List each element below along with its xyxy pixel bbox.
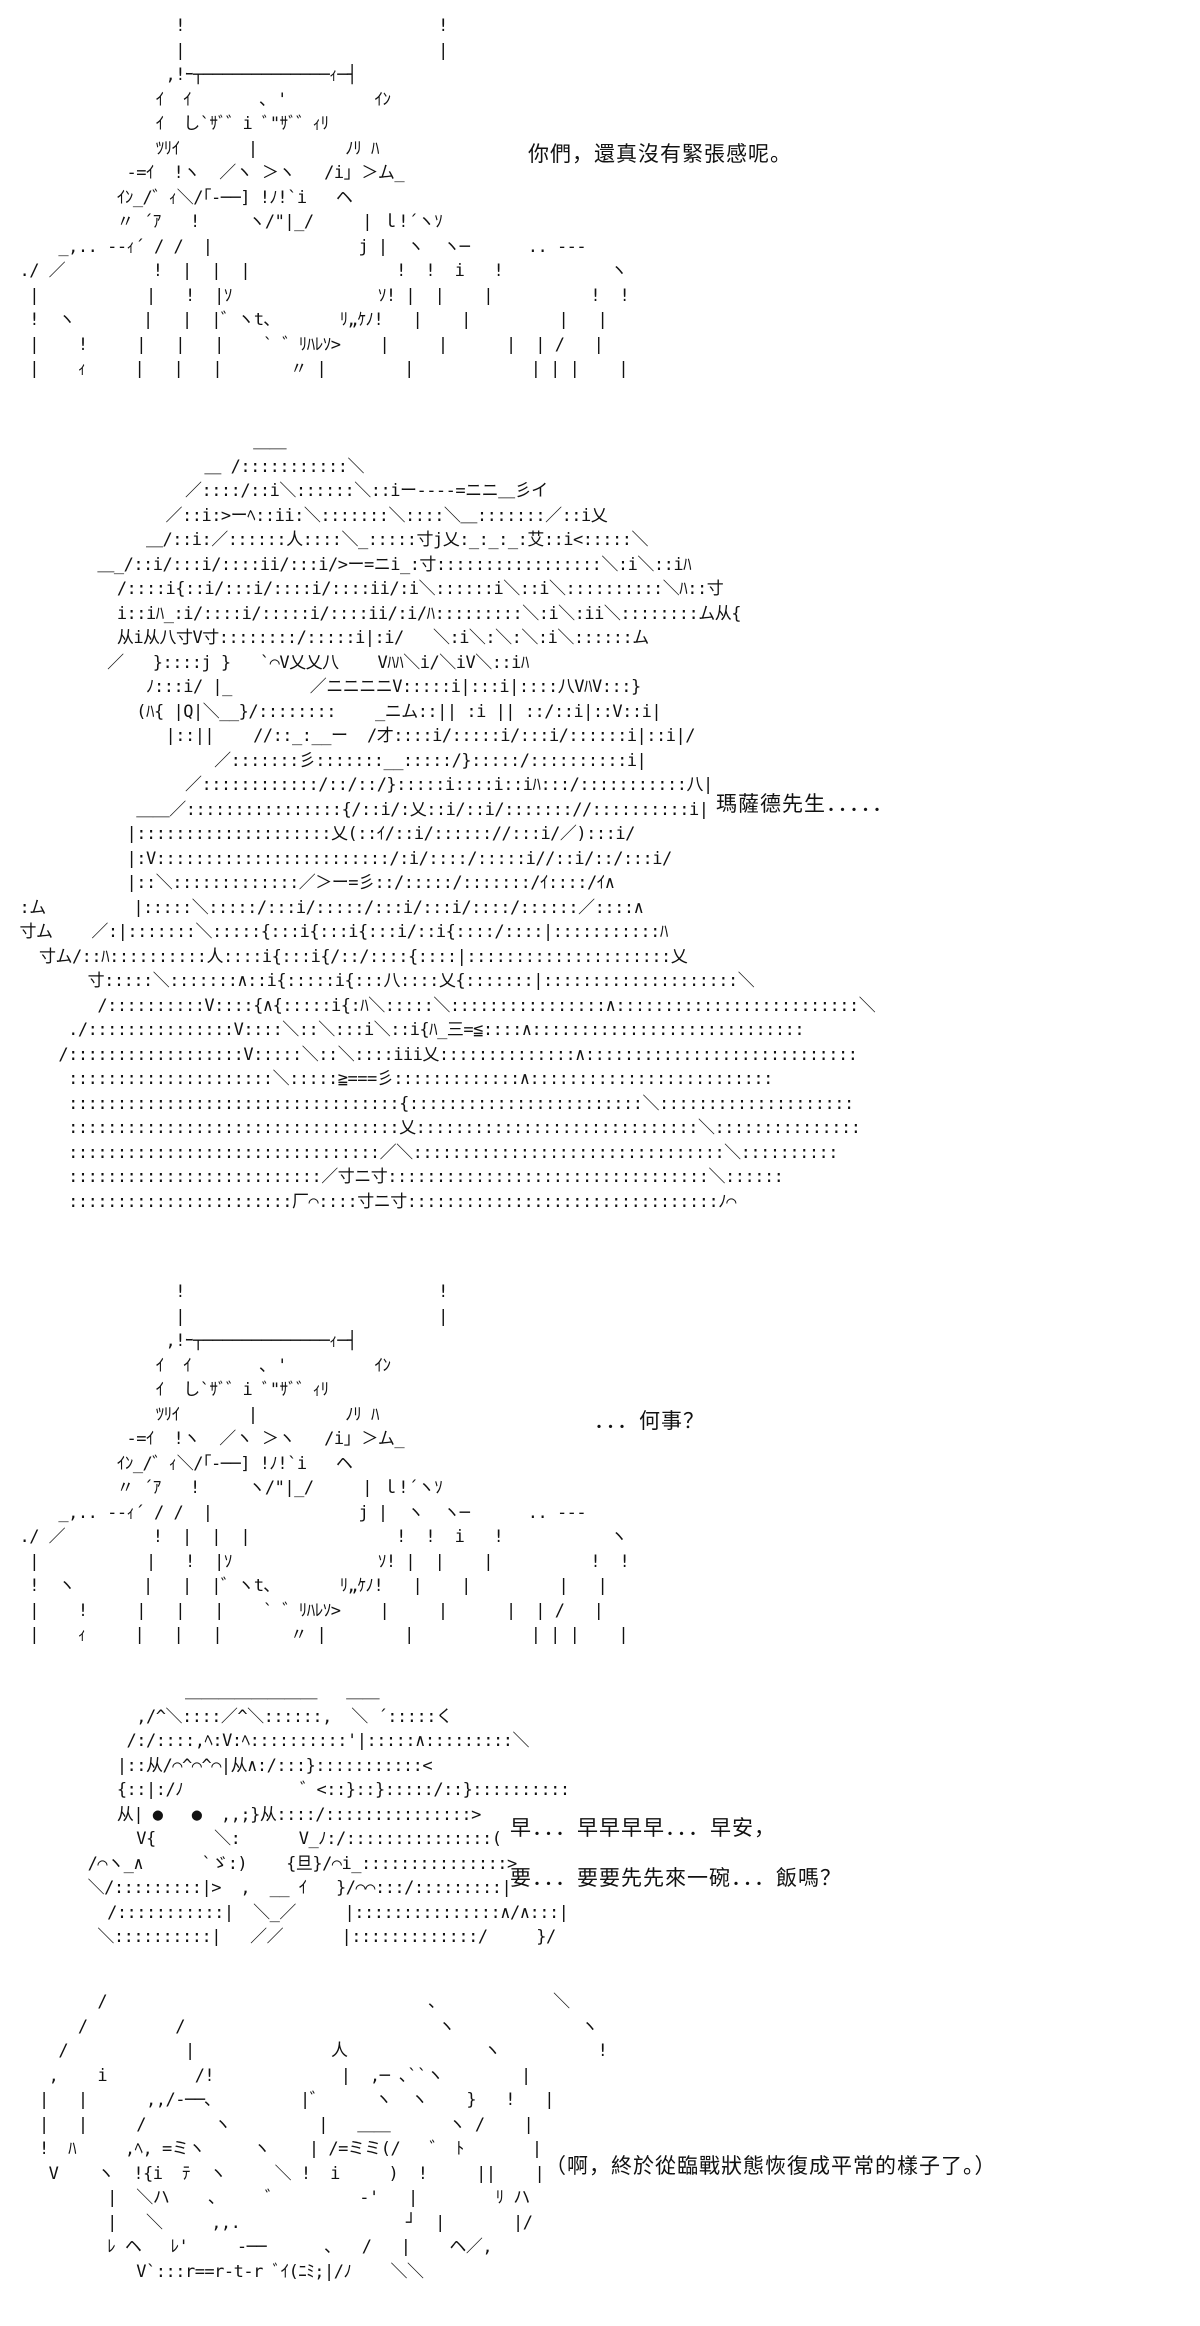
ascii-art-line: /:/::::,ﾍ:V:ﾍ::::::::::'|:::::∧:::::::::… bbox=[0, 1731, 530, 1751]
ascii-art-line: ! ! bbox=[0, 16, 448, 36]
ascii-art-line: |::|| //::_:__ー /才::::i/:::::i/:::i/::::… bbox=[0, 726, 695, 746]
ascii-art-line: ＼/:::::::::|> , __ ｲ }/⌒⌒:::/:::::::::| bbox=[0, 1878, 512, 1898]
ascii-art-line: V{ ＼: V_ﾉ:/:::::::::::::::( bbox=[0, 1829, 502, 1849]
ascii-art-line: ::::::::::::::::::::::::::::::::::乂:::::… bbox=[0, 1118, 861, 1138]
ascii-art-line: ｲﾝ_/゛ｨ＼/｢-──] !ﾉ!`i ヘ bbox=[0, 1453, 353, 1474]
ascii-art-line: , i /! | ,─ ､``ヽ | bbox=[0, 2065, 532, 2086]
dialogue-line: 你們，還真沒有緊張感呢。 bbox=[528, 142, 792, 166]
narration-line: （啊，終於從臨戰狀態恢復成平常的樣子了。） bbox=[545, 2154, 997, 2178]
ascii-art-line: |::＼:::::::::::::／＞ー=彡::/:::::/:::::::/ｲ… bbox=[0, 873, 615, 893]
ascii-art-line: ／::::/::i＼::::::＼::iー----=ニニ＿彡イ bbox=[0, 481, 548, 501]
ascii-art-line: ﾂﾘｲ | ﾉﾘ ﾊ bbox=[0, 1404, 380, 1425]
ascii-art-line: ＿＿＿＿＿＿＿＿ ＿＿ bbox=[0, 1682, 380, 1702]
ascii-art-line: ,!ｰ┬─────────────ｨ─┤ bbox=[0, 1331, 357, 1351]
ascii-art-line: ｲ ｲ ､ ' ｲﾝ bbox=[0, 1355, 391, 1376]
ascii-art-line: /⌒ヽ_∧ `ゞ:) {旦}/⌒i_:::::::::::::::> bbox=[0, 1853, 518, 1874]
ascii-art-line: ｲ し`ｻﾞ゛i ﾞ"ｻﾞ゛ｨﾘ bbox=[0, 1380, 329, 1400]
ascii-art-figure-2: ＿＿ ＿ /:::::::::::＼ ／::::/::i＼::::::＼::iー… bbox=[0, 430, 875, 1214]
ascii-art-line: | | ! |ｿ ｿ! | | | ! ! bbox=[0, 1551, 630, 1572]
ascii-art-line: 从i从八寸V寸::::::::/:::::i|:i/ ＼:i＼:＼:＼:i＼::… bbox=[0, 628, 649, 648]
ascii-art-line: 寸:::::＼:::::::∧::i{:::::i{:::八::::乂{::::… bbox=[0, 971, 755, 991]
ascii-art-line: ::::::::::::::::::::::::::::::::::{:::::… bbox=[0, 1093, 854, 1114]
ascii-art-line: ／ }::::j } `⌒V乂乂八 Vﾊﾊ＼i/＼iV＼::iﾊ bbox=[0, 652, 529, 673]
ascii-art-line: ! ! bbox=[0, 1282, 448, 1302]
ascii-art-line: |::从/⌒^⌒^⌒|从∧:/:::}:::::::::::< bbox=[0, 1755, 433, 1776]
ascii-art-line: |:V::::::::::::::::::::::::/:i/::::/::::… bbox=[0, 848, 673, 869]
ascii-art-line: /:::::::::::| ＼_／ |:::::::::::::::∧/∧:::… bbox=[0, 1902, 569, 1923]
ascii-art-line: (ﾊ{ |Q|＼__}/:::::::: _ニム::|| :i || ::/::… bbox=[0, 701, 662, 722]
ascii-art-line: ＿＿ bbox=[0, 432, 287, 452]
dialogue-line: ．．．何事？ bbox=[594, 1409, 705, 1433]
ascii-art-line: | ＼ハ ､ ゛ -' | ﾘ ハ bbox=[0, 2188, 530, 2208]
ascii-art-figure-5: / ､ ＼ / / ヽ ヽ / | 人 ヽ ! , i /! bbox=[0, 1990, 608, 2284]
ascii-art-line: | | / ヽ | ＿＿ ヽ / | bbox=[0, 2114, 534, 2135]
ascii-art-line: {::|:/ﾉ ゛<::}::}:::::/::}:::::::::: bbox=[0, 1780, 570, 1800]
ascii-art-line: ／:::::::彡:::::::__:::::/}:::::/:::::::::… bbox=[0, 750, 647, 771]
ascii-art-line: :::::::::::::::::::::＼:::::≧===彡::::::::… bbox=[0, 1069, 773, 1089]
ascii-art-line: ﾂﾘｲ | ﾉﾘ ﾊ bbox=[0, 138, 380, 159]
ascii-art-line: _,.. --ｨ´ / / | j | ヽ ヽ─ .. --- bbox=[0, 1502, 587, 1523]
ascii-art-line: | ｨ | | | 〃 | | | | | | bbox=[0, 359, 629, 379]
ascii-art-line: | | ,,/-──､ |゛ ヽ ヽ } ! | bbox=[0, 2090, 555, 2110]
ascii-art-line: ,/^＼::::／^＼::::::, ＼ ´:::::く bbox=[0, 1706, 453, 1727]
ascii-art-line: | | bbox=[0, 1306, 448, 1327]
ascii-art-line: ｲ ｲ ､ ' ｲﾝ bbox=[0, 89, 391, 110]
ascii-art-line: ﾉ:::i/ |_ ／ニニニニV:::::i|:::i|::::八VﾊV:::} bbox=[0, 677, 641, 697]
ascii-art-line: / ､ ＼ bbox=[0, 1992, 570, 2012]
ascii-art-line: 寸ム ／:|:::::::＼:::::{:::i{:::i{:::i/::i{:… bbox=[0, 922, 668, 942]
ascii-art-line: ::::::::::::::::::::::::::／寸ニ寸::::::::::… bbox=[0, 1167, 784, 1187]
ascii-art-line: ! ﾊ ,ﾍ, =ミヽ ヽ | /=ミミ(/ ゛ ﾄ | bbox=[0, 2139, 542, 2159]
ascii-art-line: :ム |:::::＼:::::/:::i/:::::/:::i/:::i/:::… bbox=[0, 897, 644, 918]
ascii-art-line: |::::::::::::::::::::乂(::ｲ/::i/:::::://:… bbox=[0, 824, 636, 844]
ascii-art-line: ＼::::::::::| ／／ |:::::::::::::/ }/ bbox=[0, 1927, 556, 1947]
ascii-art-line: ! ヽ | | |゛ヽt､ ﾘ„ｹﾉ! | | | | bbox=[0, 1576, 608, 1596]
dialogue-line: 瑪薩德先生．．．．． bbox=[716, 792, 894, 816]
ascii-art-line: :::::::::::::::::::::::厂⌒::::寸ニ寸::::::::… bbox=[0, 1191, 736, 1212]
ascii-art-figure-3: ! ! | | ,!ｰ┬─────────────ｨ─┤ ｲ ｲ ､ ' ｲﾝ … bbox=[0, 1280, 629, 1648]
ascii-art-line: V`:::r==r-t-r ﾞｲ(ﾆﾐ;|/ﾉ ＼＼ bbox=[0, 2261, 424, 2282]
ascii-art-line: /::::::::::V::::{∧{:::::i{:ﾊ＼:::::＼:::::… bbox=[0, 995, 876, 1016]
ascii-art-line: ＿_/::i/:::i/::::ii/:::i/>ー=ニi_:寸::::::::… bbox=[0, 554, 692, 575]
ascii-art-line: -=ｲ !ヽ ／ヽ ＞ヽ /i｣ ＞ム_ bbox=[0, 163, 405, 183]
ascii-art-figure-1: ! ! | | ,!ｰ┬─────────────ｨ─┤ ｲ ｲ ､ ' ｲﾝ … bbox=[0, 14, 629, 382]
ascii-art-line: ｲ し`ｻﾞ゛i ﾞ"ｻﾞ゛ｨﾘ bbox=[0, 114, 329, 134]
ascii-art-line: | ｨ | | | 〃 | | | | | | bbox=[0, 1625, 629, 1645]
ascii-art-line: ./ ／ ! | | | ! ! i ! ヽ bbox=[0, 261, 627, 281]
ascii-art-line: -=ｲ !ヽ ／ヽ ＞ヽ /i｣ ＞ム_ bbox=[0, 1429, 405, 1449]
dialogue-line: 早．．．早早早早．．．早安， bbox=[510, 1816, 776, 1840]
ascii-art-line: ./:::::::::::::::V::::＼::＼:::i＼::i{ﾊ_三=≦… bbox=[0, 1020, 805, 1040]
ascii-art-line: /::::::::::::::::::V:::::＼::＼::::iii乂:::… bbox=[0, 1044, 858, 1065]
ascii-art-line: ﾚ ヘ ﾚ' -── ､ / | ヘ／, bbox=[0, 2237, 493, 2257]
ascii-art-line: ::::::::::::::::::::::::::::::::／＼::::::… bbox=[0, 1142, 839, 1163]
ascii-art-line: ./ ／ ! | | | ! ! i ! ヽ bbox=[0, 1527, 627, 1547]
ascii-art-line: ,!ｰ┬─────────────ｨ─┤ bbox=[0, 65, 357, 85]
ascii-art-figure-4: ＿＿＿＿＿＿＿＿ ＿＿ ,/^＼::::／^＼::::::, ＼ ´:::::く… bbox=[0, 1680, 571, 1950]
ascii-art-line: ／::::::::::::/::/::/}:::::i::::i::iﾊ:::/… bbox=[0, 775, 713, 795]
ascii-art-line: | ! | | | ` ゛ﾘﾊﾚｿ> | | | | / | bbox=[0, 1600, 604, 1621]
ascii-art-line: | | bbox=[0, 40, 448, 61]
ascii-art-line: 〃 ´ｱ ! ヽ/"|_/ | ｌ!´ヽｿ bbox=[0, 212, 443, 232]
ascii-art-line: | ! | | | ` ゛ﾘﾊﾚｿ> | | | | / | bbox=[0, 334, 604, 355]
ascii-art-line: 从| ● ● ,,;}从::::/:::::::::::::::> bbox=[0, 1804, 481, 1825]
ascii-art-line: ! ヽ | | |゛ヽt､ ﾘ„ｹﾉ! | | | | bbox=[0, 310, 608, 330]
ascii-art-line: | ＼ ,,. ┘ | |/ bbox=[0, 2212, 533, 2233]
ascii-art-line: ｲﾝ_/゛ｨ＼/｢-──] !ﾉ!`i ヘ bbox=[0, 187, 353, 208]
ascii-art-line: / / ヽ ヽ bbox=[0, 2016, 598, 2037]
ascii-art-line: ＿＿／::::::::::::::::{/::i/:乂::i/::i/:::::… bbox=[0, 799, 709, 820]
ascii-art-line: /::::i{::i/:::i/::::i/::::ii/:i＼::::::i＼… bbox=[0, 579, 724, 599]
ascii-art-line: 〃 ´ｱ ! ヽ/"|_/ | ｌ!´ヽｿ bbox=[0, 1478, 443, 1498]
ascii-art-line: ＿/::i:／::::::人::::＼_:::::寸j乂:_:_:_:艾::i<… bbox=[0, 530, 648, 550]
ascii-art-line: V ヽ !{i ﾃ ヽ ＼ ! i ) ! || | bbox=[0, 2163, 545, 2184]
ascii-art-line: ＿ /:::::::::::＼ bbox=[0, 456, 364, 477]
ascii-art-line: | | ! |ｿ ｿ! | | | ! ! bbox=[0, 285, 630, 306]
ascii-art-line: i::iﾊ_:i/::::i/:::::i/::::ii/:i/ﾊ:::::::… bbox=[0, 603, 742, 624]
ascii-art-line: 寸ム/::ﾊ::::::::::人::::i{:::i{/::/::::{:::… bbox=[0, 946, 688, 967]
ascii-art-line: / | 人 ヽ ! bbox=[0, 2041, 608, 2061]
ascii-art-line: _,.. --ｨ´ / / | j | ヽ ヽ─ .. --- bbox=[0, 236, 587, 257]
ascii-art-line: ／::i:>ーﾍ::ii:＼:::::::＼::::＼＿:::::::／::i乂 bbox=[0, 505, 608, 526]
dialogue-line: 要．．．要要先先來一碗．．．飯嗎？ bbox=[510, 1866, 842, 1890]
